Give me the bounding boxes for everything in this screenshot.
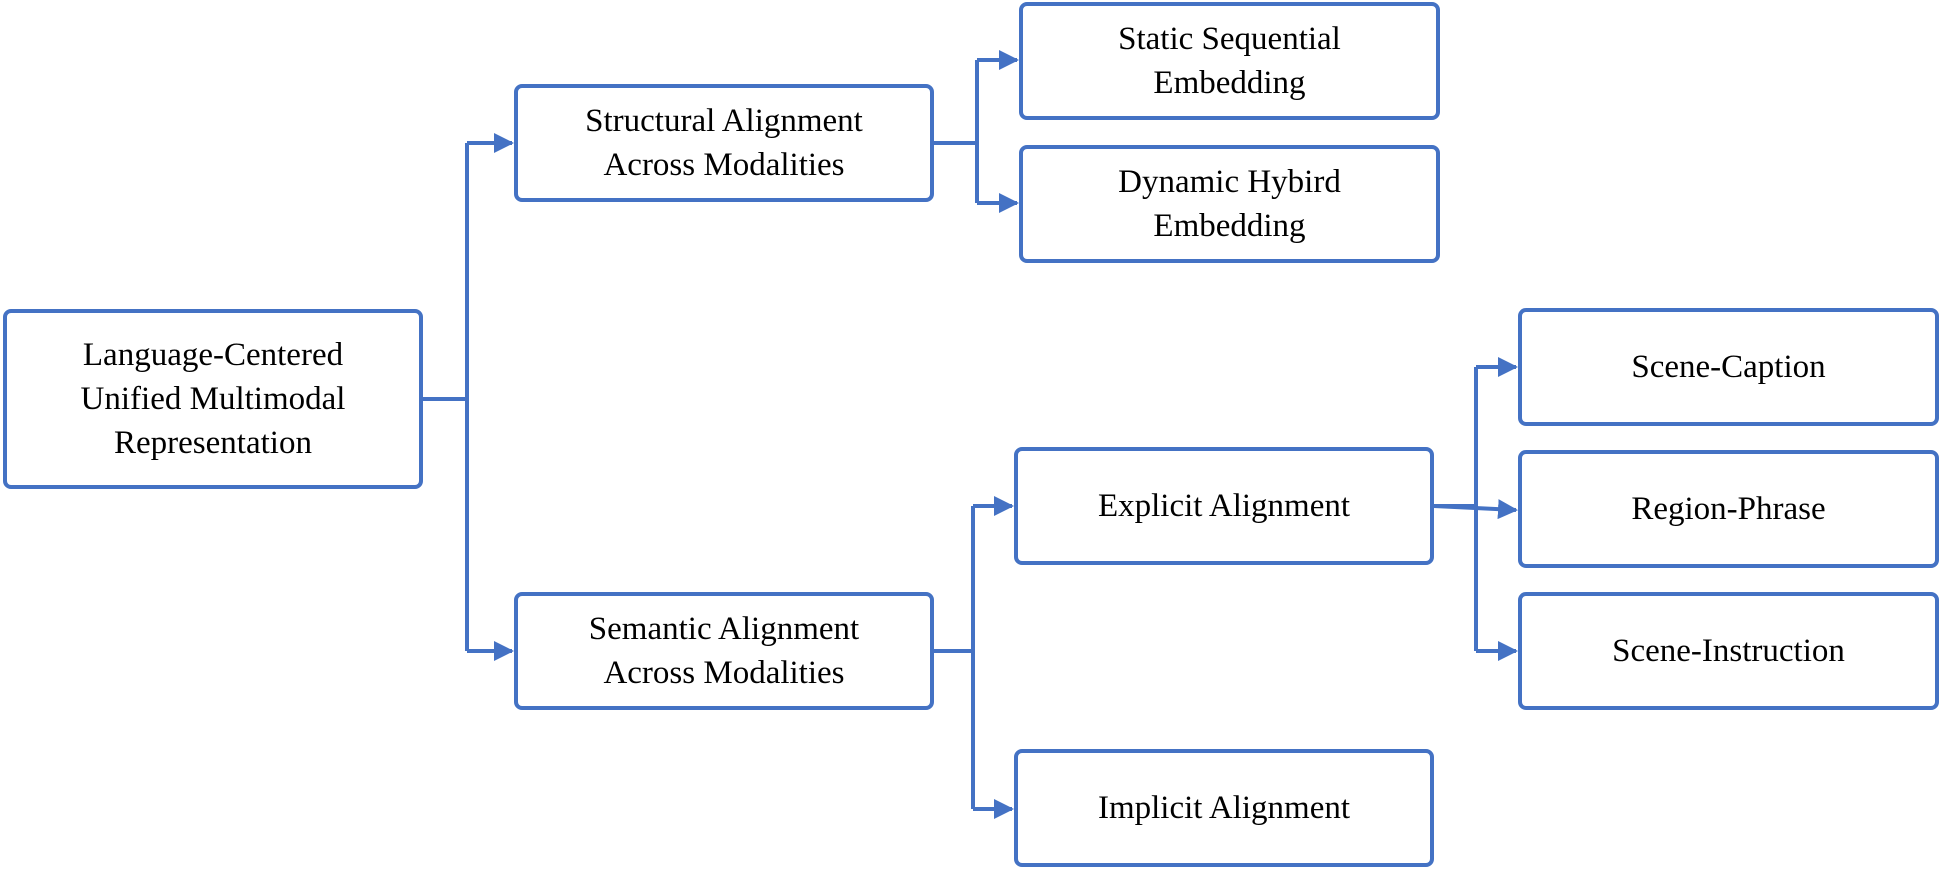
node-dynamic-hybird-embedding: Dynamic Hybird Embedding bbox=[1019, 145, 1440, 263]
node-label: Dynamic Hybird Embedding bbox=[1118, 164, 1341, 244]
node-label: Language-Centered Unified Multimodal Rep… bbox=[80, 337, 346, 461]
node-semantic-alignment: Semantic Alignment Across Modalities bbox=[514, 592, 934, 710]
connector-explicit-to-region-phrase bbox=[1433, 499, 1518, 520]
node-implicit-alignment: Implicit Alignment bbox=[1014, 749, 1434, 867]
node-label: Explicit Alignment bbox=[1097, 488, 1351, 524]
node-label: Scene-Instruction bbox=[1612, 633, 1845, 669]
node-label: Semantic Alignment Across Modalities bbox=[588, 611, 860, 691]
node-label: Structural Alignment Across Modalities bbox=[585, 103, 863, 183]
node-static-sequential-embedding: Static Sequential Embedding bbox=[1019, 2, 1440, 120]
node-language-centered-representation: Language-Centered Unified Multimodal Rep… bbox=[3, 309, 423, 489]
node-scene-caption: Scene-Caption bbox=[1518, 308, 1939, 426]
node-label: Static Sequential Embedding bbox=[1118, 21, 1341, 101]
node-label: Region-Phrase bbox=[1631, 491, 1826, 527]
node-label: Scene-Caption bbox=[1631, 349, 1826, 385]
node-structural-alignment: Structural Alignment Across Modalities bbox=[514, 84, 934, 202]
node-explicit-alignment: Explicit Alignment bbox=[1014, 447, 1434, 565]
node-region-phrase: Region-Phrase bbox=[1518, 450, 1939, 568]
node-label: Implicit Alignment bbox=[1097, 790, 1351, 826]
node-scene-instruction: Scene-Instruction bbox=[1518, 592, 1939, 710]
